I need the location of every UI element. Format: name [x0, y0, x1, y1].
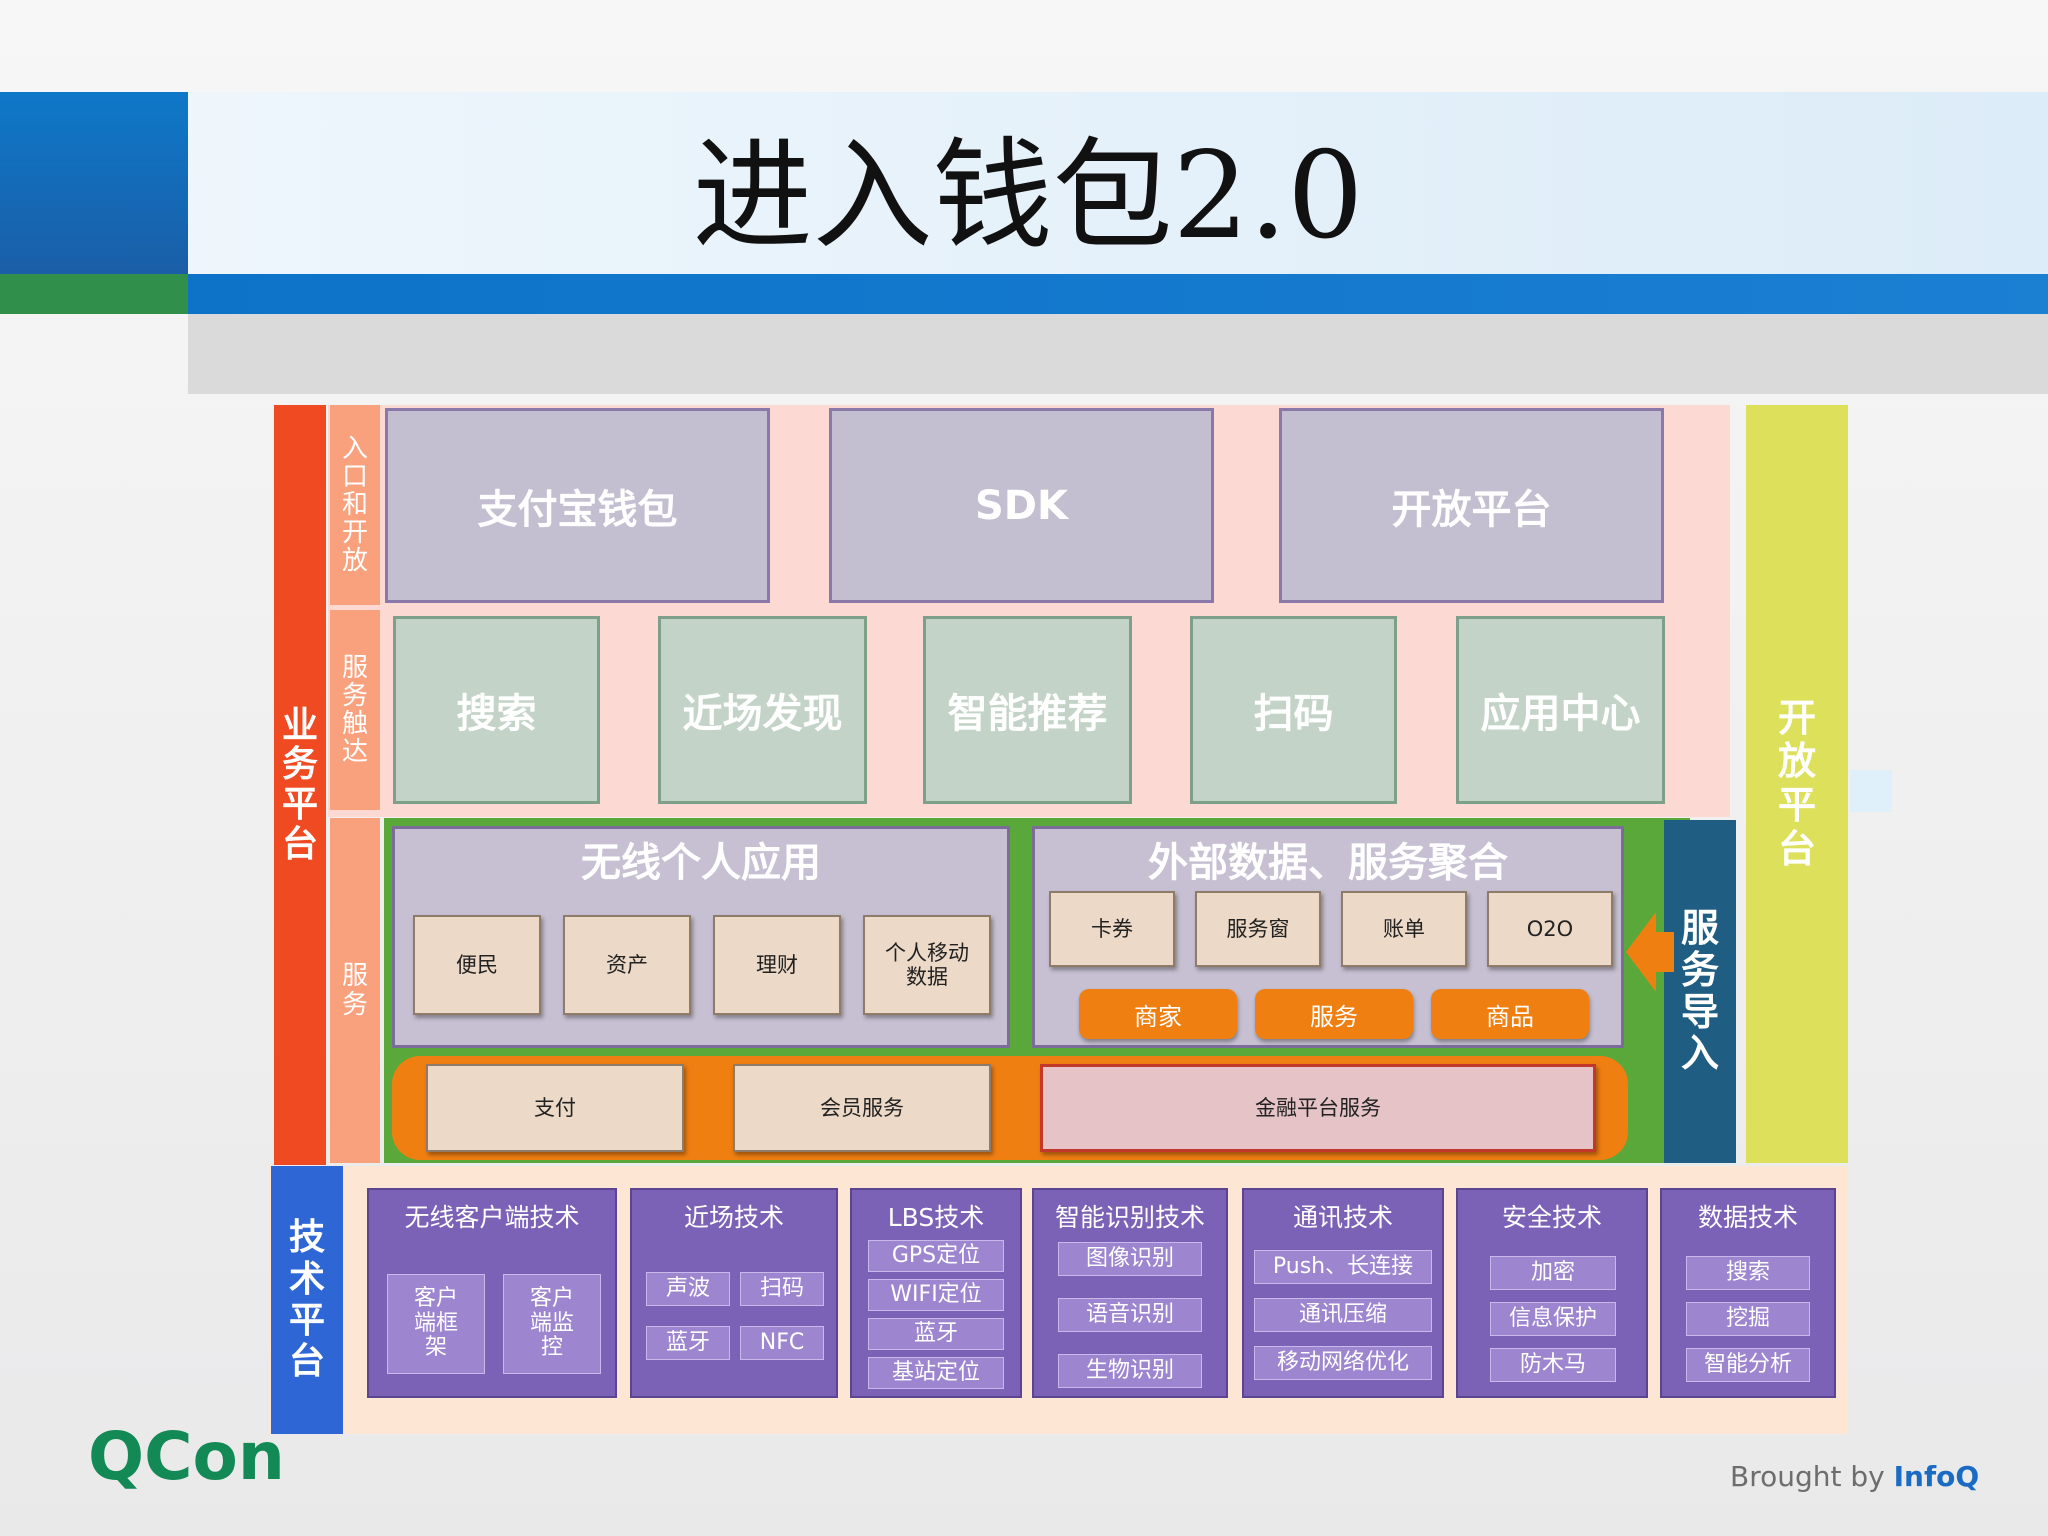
tech-column-title: 智能识别技术: [1054, 1203, 1205, 1232]
scan-chip: 扫码: [740, 1272, 824, 1306]
wealth-management-item: 理财: [713, 915, 841, 1015]
data-search-chip: 搜索: [1686, 1256, 1810, 1290]
sound-wave-chip: 声波: [646, 1272, 730, 1306]
assets-item: 资产: [563, 915, 691, 1015]
personal-mobile-data-item: 个人移动 数据: [863, 915, 991, 1015]
tech-column-wireless-client: 无线客户端技术 客户 端框 架 客户 端监 控: [367, 1188, 617, 1398]
payment-box: 支付: [426, 1064, 684, 1152]
wireless-personal-apps-panel: 无线个人应用 便民 资产 理财 个人移动 数据: [392, 826, 1010, 1048]
tech-column-security: 安全技术 加密 信息保护 防木马: [1456, 1188, 1648, 1398]
merchant-pill: 商家: [1079, 989, 1237, 1039]
decorative-square: [1850, 770, 1892, 812]
import-arrow-icon: [1626, 912, 1674, 992]
wireless-panel-title: 无线个人应用: [581, 840, 821, 886]
service-import-label: 服务导入: [1664, 820, 1736, 1163]
image-recognition-chip: 图像识别: [1058, 1242, 1202, 1276]
bio-recognition-chip: 生物识别: [1058, 1354, 1202, 1388]
product-pill: 商品: [1431, 989, 1589, 1039]
app-center-box: 应用中心: [1456, 616, 1665, 804]
service-window-item: 服务窗: [1195, 891, 1321, 967]
client-monitoring-chip: 客户 端监 控: [503, 1274, 601, 1374]
gps-chip: GPS定位: [868, 1240, 1004, 1272]
tech-column-data: 数据技术 搜索 挖掘 智能分析: [1660, 1188, 1836, 1398]
tech-column-lbs: LBS技术 GPS定位 WIFI定位 蓝牙 基站定位: [850, 1188, 1022, 1398]
tech-column-nearfield: 近场技术 声波 扫码 蓝牙 NFC: [630, 1188, 838, 1398]
smart-analysis-chip: 智能分析: [1686, 1348, 1810, 1382]
tech-column-title: 无线客户端技术: [404, 1203, 580, 1232]
open-platform-box: 开放平台: [1279, 408, 1664, 603]
data-mining-chip: 挖掘: [1686, 1302, 1810, 1336]
nfc-chip: NFC: [740, 1326, 824, 1360]
header-grey-band: [188, 314, 2048, 394]
header-blue-line: [188, 274, 2048, 314]
header-band: [188, 92, 2048, 274]
tech-platform-label: 技术平台: [271, 1166, 343, 1434]
tech-column-recognition: 智能识别技术 图像识别 语音识别 生物识别: [1032, 1188, 1228, 1398]
search-box: 搜索: [393, 616, 600, 804]
brought-by-text: Brought by: [1730, 1460, 1885, 1493]
entry-open-label: 入口和开放: [330, 405, 380, 605]
base-station-chip: 基站定位: [868, 1357, 1004, 1389]
tech-column-communication: 通讯技术 Push、长连接 通讯压缩 移动网络优化: [1242, 1188, 1444, 1398]
business-platform-label: 业务平台: [274, 405, 326, 1165]
wifi-chip: WIFI定位: [868, 1279, 1004, 1311]
anti-trojan-chip: 防木马: [1490, 1348, 1616, 1382]
qcon-logo: QCon: [88, 1418, 285, 1495]
infoq-logo: InfoQ: [1893, 1460, 1980, 1493]
nearby-discovery-box: 近场发现: [658, 616, 867, 804]
voice-recognition-chip: 语音识别: [1058, 1298, 1202, 1332]
brought-by-credit: Brought by InfoQ: [1730, 1460, 1979, 1500]
tech-column-title: 安全技术: [1501, 1203, 1602, 1232]
client-framework-chip: 客户 端框 架: [387, 1274, 485, 1374]
scan-code-box: 扫码: [1190, 616, 1397, 804]
sdk-box: SDK: [829, 408, 1214, 603]
encryption-chip: 加密: [1490, 1256, 1616, 1290]
header-accent-green: [0, 274, 188, 314]
push-chip: Push、长连接: [1254, 1250, 1432, 1284]
header-accent-blue: [0, 92, 188, 274]
smart-recommend-box: 智能推荐: [923, 616, 1132, 804]
convenience-item: 便民: [413, 915, 541, 1015]
network-optimization-chip: 移动网络优化: [1254, 1346, 1432, 1380]
alipay-wallet-box: 支付宝钱包: [385, 408, 770, 603]
info-protection-chip: 信息保护: [1490, 1302, 1616, 1336]
bill-item: 账单: [1341, 891, 1467, 967]
open-platform-label: 开放平台: [1746, 405, 1848, 1163]
compression-chip: 通讯压缩: [1254, 1298, 1432, 1332]
tech-column-title: 数据技术: [1697, 1203, 1798, 1232]
tech-column-title: 近场技术: [683, 1203, 784, 1232]
tech-column-title: 通讯技术: [1292, 1203, 1393, 1232]
bluetooth-location-chip: 蓝牙: [868, 1318, 1004, 1350]
slide-title: 进入钱包2.0: [692, 127, 1364, 266]
external-panel-title: 外部数据、服务聚合: [1148, 840, 1508, 886]
external-data-aggregation-panel: 外部数据、服务聚合 卡券 服务窗 账单 O2O 商家 服务 商品: [1032, 826, 1624, 1048]
member-service-box: 会员服务: [733, 1064, 991, 1152]
financial-platform-service-box: 金融平台服务: [1040, 1064, 1596, 1152]
tech-column-title: LBS技术: [887, 1203, 985, 1232]
coupon-item: 卡券: [1049, 891, 1175, 967]
o2o-item: O2O: [1487, 891, 1613, 967]
service-label: 服务: [330, 818, 380, 1163]
service-touch-label: 服务触达: [330, 610, 380, 810]
bluetooth-chip: 蓝牙: [646, 1326, 730, 1360]
service-pill: 服务: [1255, 989, 1413, 1039]
